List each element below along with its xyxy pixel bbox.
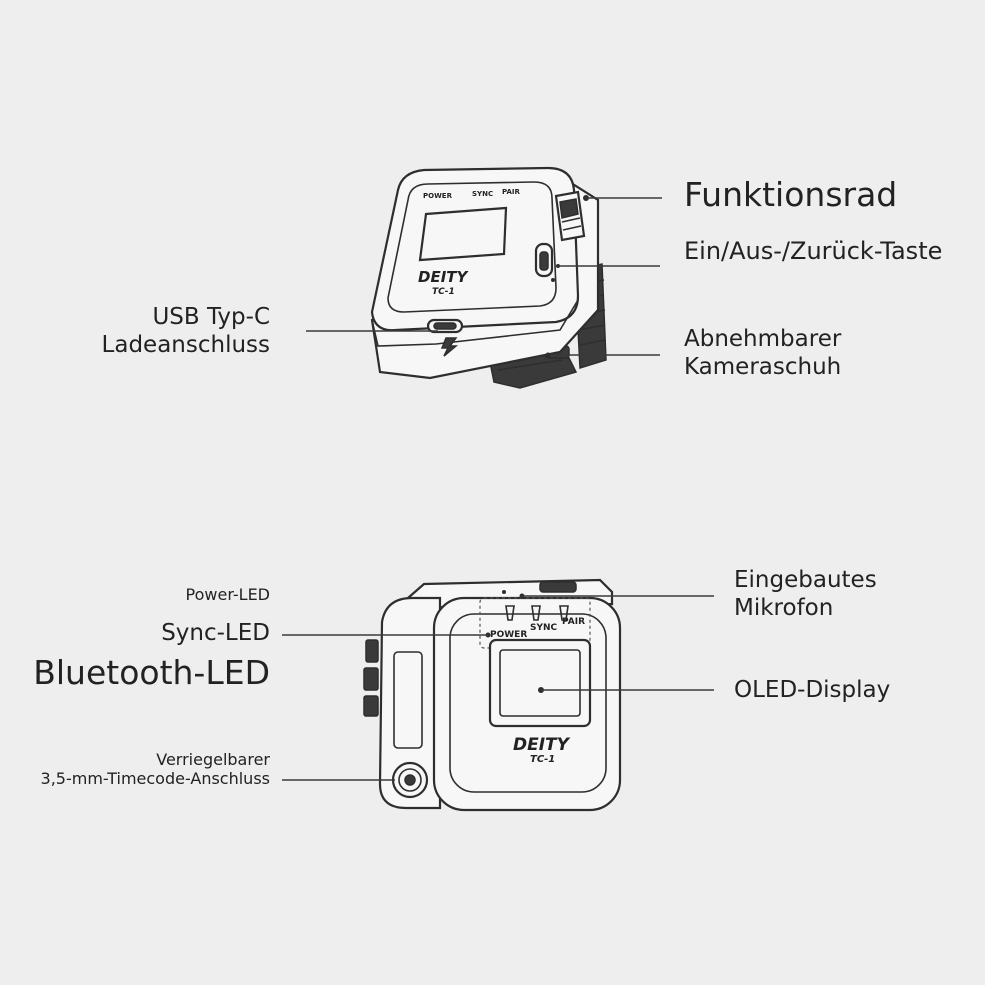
label-shoe-line1: Abnehmbarer xyxy=(684,326,842,352)
model-label-top: TC-1 xyxy=(432,287,455,297)
led-label-power-front: POWER xyxy=(490,630,527,640)
top-leaders xyxy=(306,197,662,358)
label-timecode-port: Verriegelbarer 3,5-mm-Timecode-Anschluss xyxy=(41,750,270,788)
device-top-view: POWER SYNC PAIR DEITY TC-1 xyxy=(370,166,607,389)
label-timecode-line2: 3,5-mm-Timecode-Anschluss xyxy=(40,769,270,789)
label-microphone: Eingebautes Mikrofon xyxy=(734,567,877,622)
label-funktionsrad: Funktionsrad xyxy=(684,175,898,214)
label-bluetooth-led: Bluetooth-LED xyxy=(33,653,270,692)
timecode-jack xyxy=(391,761,429,799)
usb-c-port xyxy=(426,318,464,357)
label-oled-display: OLED-Display xyxy=(734,677,891,703)
label-timecode-line1: Verriegelbarer xyxy=(156,750,270,769)
label-usb-line2: Ladeanschluss xyxy=(101,331,270,358)
brand-logo-front: DEITY xyxy=(513,735,571,755)
label-mic-line1: Eingebautes xyxy=(734,567,877,593)
label-usb-c: USB Typ-C Ladeanschluss xyxy=(102,304,270,359)
label-mic-line2: Mikrofon xyxy=(734,594,834,621)
led-label-power: POWER xyxy=(423,192,453,200)
brand-logo-top: DEITY xyxy=(418,268,470,286)
led-label-pair: PAIR xyxy=(502,188,521,196)
led-label-sync: SYNC xyxy=(472,190,493,198)
left-side-ridges xyxy=(363,639,379,717)
led-label-sync-front: SYNC xyxy=(530,623,558,633)
label-power-button: Ein/Aus-/Zurück-Taste xyxy=(684,237,943,265)
led-label-pair-front: PAIR xyxy=(562,617,585,627)
label-usb-line1: USB Typ-C xyxy=(152,304,270,330)
led-indicators xyxy=(485,593,569,638)
bottom-leaders xyxy=(282,595,714,781)
model-label-front: TC-1 xyxy=(530,754,555,765)
label-shoe-line2: Kameraschuh xyxy=(684,353,842,380)
device-front-view: POWER SYNC PAIR DEITY TC-1 xyxy=(363,578,622,812)
power-button xyxy=(534,242,560,282)
label-power-led: Power-LED xyxy=(185,585,270,604)
label-camera-shoe: Abnehmbarer Kameraschuh xyxy=(684,326,841,381)
function-wheel xyxy=(554,190,589,242)
label-sync-led: Sync-LED xyxy=(161,620,270,646)
